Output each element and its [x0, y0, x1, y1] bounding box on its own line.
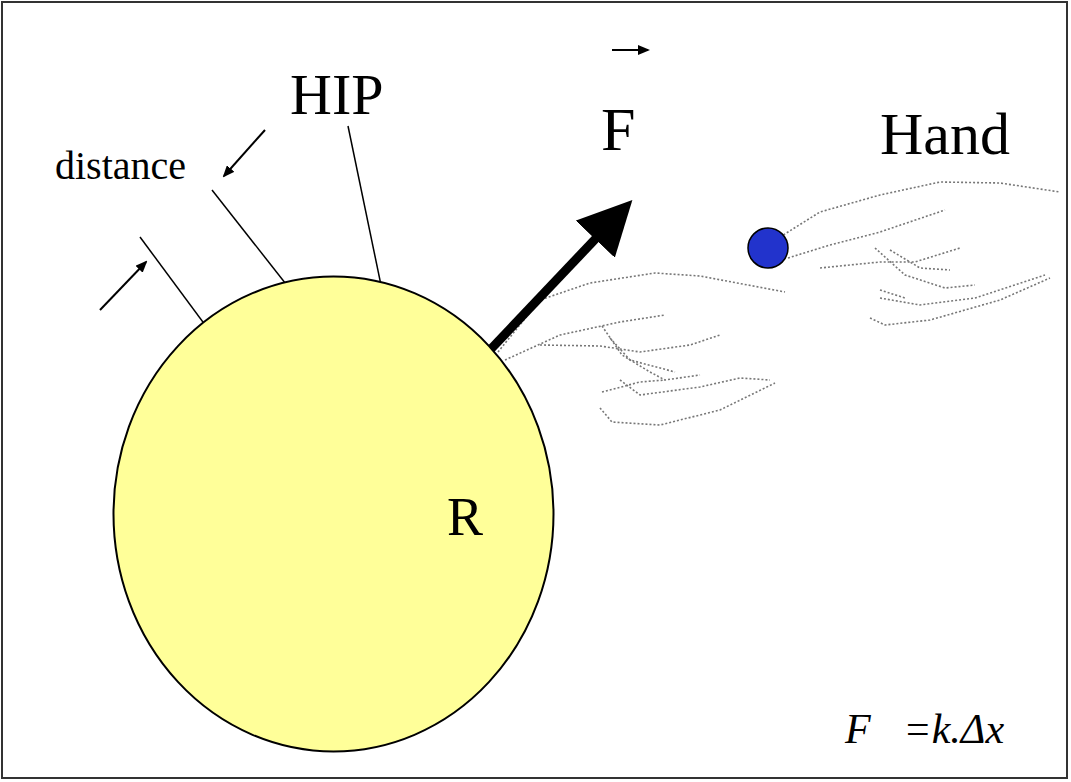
hand-outline — [498, 273, 785, 352]
dimension-arrow — [224, 130, 265, 176]
radius-line — [345, 350, 490, 510]
hand-label: Hand — [880, 104, 1010, 164]
hand-outline — [880, 275, 1045, 305]
hand-outline — [880, 290, 905, 298]
sphere-ellipse — [114, 277, 554, 752]
hand-outline — [780, 182, 1060, 237]
dimension-line — [140, 237, 325, 487]
radius-label: R — [447, 490, 483, 544]
force-label: F — [601, 98, 635, 160]
hand-outline — [505, 315, 665, 360]
hand-point — [748, 228, 788, 268]
hand-outline — [820, 248, 960, 268]
hip-label: HIP — [290, 66, 383, 124]
sphere-outline — [112, 275, 555, 753]
hip-leader — [348, 126, 404, 396]
center-cross — [278, 511, 408, 513]
sphere-object: R — [112, 275, 555, 753]
hand-outline — [875, 248, 975, 288]
hand-outline — [788, 210, 945, 258]
dimension-arrow — [100, 262, 146, 310]
hand-outline — [610, 338, 675, 372]
hand-outline — [602, 326, 700, 380]
hand-outline — [540, 335, 720, 352]
formula-label: F⃗=k.Δx⃗ — [845, 708, 1037, 750]
force-arrow — [490, 213, 620, 350]
hand-outline — [620, 378, 770, 395]
hip-point — [387, 420, 427, 460]
illustration-group — [100, 50, 1060, 590]
hand-outline — [602, 380, 665, 392]
dimension-line — [212, 190, 385, 410]
vector-arrow — [612, 49, 648, 51]
hand-outline — [600, 383, 775, 425]
distance-label: distance — [55, 146, 186, 186]
hand-outline — [890, 250, 950, 270]
hand-outline — [870, 278, 1050, 325]
center-cross — [342, 445, 344, 590]
